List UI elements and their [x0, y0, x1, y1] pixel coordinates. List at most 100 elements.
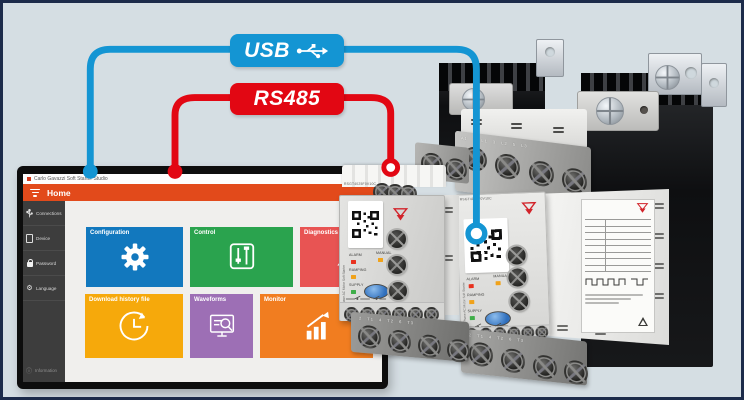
rotary-knob: [509, 292, 529, 311]
usb-icon: [296, 43, 329, 58]
rotary-knob: [388, 256, 406, 274]
sliders-icon: [229, 243, 254, 270]
terminal-screw: [388, 329, 411, 355]
led-label: MANUAL: [493, 273, 510, 279]
carlo-gavazzi-logo-icon: [636, 203, 649, 213]
din-bracket: [536, 39, 564, 77]
led-label: MANUAL: [376, 251, 392, 255]
relay-diagram-icon: [345, 295, 387, 300]
warning-triangle-icon: [638, 317, 648, 326]
usb-wire-left: [86, 45, 235, 172]
tile-control[interactable]: Control: [190, 227, 293, 287]
window-titlebar: Carlo Gavazzi Soft Starter Studio: [23, 174, 382, 184]
rs485-wire-right: [336, 94, 395, 163]
tile-waveforms[interactable]: Waveforms: [190, 294, 253, 358]
app-header: Home: [23, 184, 382, 201]
alarm-led: [468, 284, 474, 289]
device-side-text: 3-Phase AC Motor Soft Starter: [461, 282, 468, 326]
terminal-screw: [469, 341, 493, 368]
qr-code: [463, 217, 510, 274]
device-icon: [26, 233, 33, 243]
manual-led: [495, 281, 501, 286]
sidebar-item-label: Information: [35, 368, 57, 373]
sidebar-item-label: Device: [36, 235, 51, 241]
terminal-screw: [529, 159, 554, 188]
qr-code: [348, 201, 383, 248]
rs485-label: RS485: [253, 87, 321, 110]
sidebar-item-information[interactable]: ⓘ Information: [23, 363, 65, 378]
din-bracket: [701, 63, 727, 107]
rotary-knob: [388, 230, 406, 248]
usb-connector-icon: [26, 208, 33, 217]
terminal-screw: [495, 152, 520, 181]
spec-label: [581, 199, 655, 333]
info-icon: ⓘ: [26, 369, 33, 375]
sidebar: Connections Device Password ⚙ Language ⓘ…: [23, 201, 65, 382]
philips-screw-icon: [655, 65, 680, 90]
screen-magnifier-icon: [209, 314, 234, 337]
history-clock-icon: [119, 311, 149, 341]
tile-label: Control: [194, 230, 216, 236]
philips-screw-icon: [596, 97, 624, 125]
sidebar-item-label: Connections: [36, 210, 62, 216]
window-title: Carlo Gavazzi Soft Starter Studio: [34, 176, 108, 182]
terminal-screw: [445, 157, 467, 182]
rotary-knob: [507, 246, 526, 265]
model-number: RSGT4025F0V10C: [459, 196, 492, 202]
tile-configuration[interactable]: Configuration: [86, 227, 183, 287]
tile-label: Configuration: [90, 230, 130, 236]
terminal-screw: [562, 166, 587, 195]
sidebar-item-language[interactable]: ⚙ Language: [23, 276, 65, 301]
terminal-screw: [418, 333, 441, 359]
tile-label: Waveforms: [194, 297, 227, 303]
led-label: SUPPLY: [349, 283, 364, 287]
menu-icon[interactable]: [30, 188, 40, 197]
supply-led: [351, 290, 356, 294]
tile-label: Diagnostics: [304, 230, 339, 236]
led-label: RAMPING: [466, 292, 485, 298]
ramping-led: [469, 300, 475, 305]
model-number: RSGT4025F0V10C: [344, 182, 377, 186]
led-label: ALARM: [349, 253, 362, 257]
terminal-screw: [447, 338, 470, 364]
terminal-screw: [501, 347, 525, 375]
bar-chart-icon: [306, 311, 329, 340]
app-logo-icon: [27, 177, 31, 181]
alarm-led: [351, 260, 356, 264]
waveform-diagram-icon: [585, 278, 648, 286]
terminal-screw: [358, 324, 381, 350]
lock-icon: [26, 259, 33, 267]
terminal-screw: [533, 353, 557, 381]
app-screen: Carlo Gavazzi Soft Starter Studio Home C…: [23, 174, 382, 382]
gear-icon: [121, 243, 148, 271]
device-front-panel-right: RSGT4025F0V10C 3-Phase AC Motor Soft Sta…: [455, 191, 551, 342]
philips-screw-icon: [462, 88, 485, 111]
rotary-knob: [508, 268, 527, 287]
gear-icon: ⚙: [26, 285, 33, 292]
tile-download-history-file[interactable]: Download history file: [85, 294, 183, 358]
rs485-wire-left: [171, 94, 235, 170]
sidebar-item-device[interactable]: Device: [23, 226, 65, 251]
ramping-led: [351, 275, 356, 279]
sidebar-item-label: Password: [36, 260, 57, 266]
led-label: ALARM: [466, 276, 480, 282]
sidebar-item-connections[interactable]: Connections: [23, 201, 65, 226]
usb-label: USB: [244, 38, 290, 62]
led-label: SUPPLY: [467, 308, 483, 314]
mounting-foot: [577, 91, 659, 131]
sidebar-item-label: Language: [36, 285, 57, 291]
carlo-gavazzi-logo-icon: [521, 201, 537, 215]
led-label: RAMPING: [349, 268, 367, 272]
page-title: Home: [47, 187, 71, 198]
tile-label: Monitor: [264, 297, 286, 303]
sidebar-item-password[interactable]: Password: [23, 251, 65, 276]
rs485-badge: RS485: [230, 83, 344, 115]
rotary-knob: [389, 282, 407, 300]
device-front-panel-left: 3-Phase AC Motor Soft Starter ALARM MANU…: [339, 195, 445, 322]
usb-badge: USB: [230, 34, 344, 67]
supply-led: [469, 316, 475, 321]
bottom-terminal-labels: 2 T1 4 T2 6 T3: [469, 332, 525, 344]
terminal-screw: [564, 359, 588, 386]
tile-label: Download history file: [89, 297, 150, 303]
